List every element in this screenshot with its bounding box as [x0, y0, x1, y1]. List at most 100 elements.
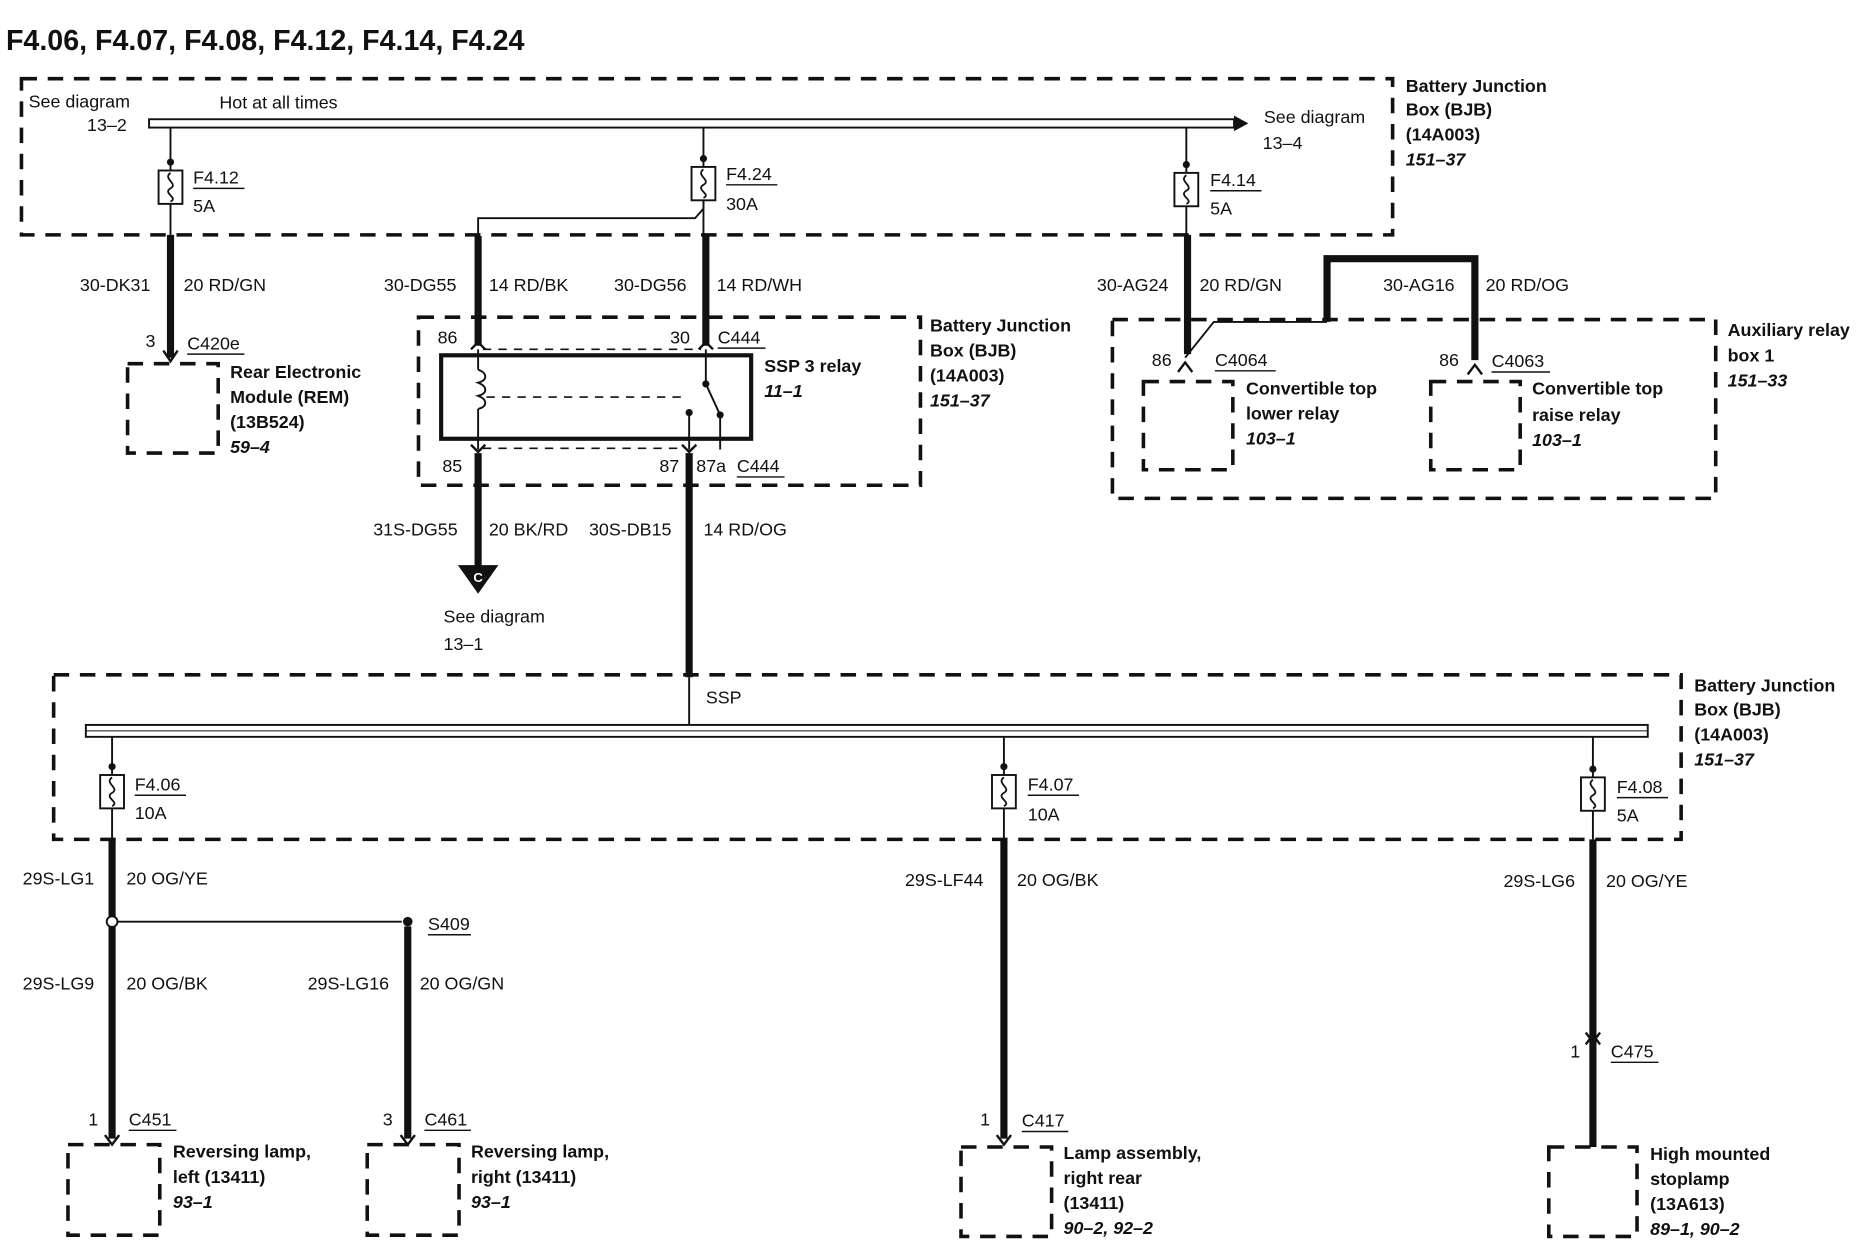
top-left-ref-num: 13–2 — [87, 115, 127, 135]
load-name-line1: Reversing lamp, — [471, 1142, 609, 1162]
top-bus-bar — [148, 118, 1235, 129]
relay-pin-86: 86 — [438, 327, 458, 347]
wire-lg9-gauge: 20 OG/BK — [126, 974, 208, 994]
relay-coil-icon — [474, 368, 487, 410]
fuse-f4-08: F4.08 5A — [1580, 736, 1669, 840]
relay-name: SSP 3 relay — [764, 356, 861, 376]
f4-24-branch-left — [477, 200, 705, 239]
wire-lg6-circuit: 29S-LG6 — [1503, 871, 1575, 891]
fuse-icon — [108, 776, 116, 807]
load-connector: C417 — [1022, 1111, 1065, 1131]
aux-box-name-line1: Auxiliary relay — [1728, 320, 1850, 340]
load-pin: 3 — [383, 1110, 393, 1130]
ground-letter: C — [473, 570, 483, 585]
raise-relay-pin: 86 — [1439, 350, 1459, 370]
top-bjb-name-line1: Battery Junction — [1406, 76, 1547, 96]
fuse-rating: 5A — [1210, 199, 1232, 219]
connector-arrow-icon — [1177, 360, 1194, 373]
load-name-line2: left (13411) — [173, 1167, 265, 1187]
load-connector: C451 — [129, 1110, 172, 1130]
wire-lg9-circuit: 29S-LG9 — [23, 974, 95, 994]
wire-ag16-gauge: 20 RD/OG — [1486, 275, 1569, 295]
lower-relay-connector: C4064 — [1215, 350, 1268, 370]
rem-name-line1: Rear Electronic — [230, 362, 361, 382]
load-name-line1: Lamp assembly, — [1064, 1143, 1202, 1163]
splice-dot-icon — [402, 916, 413, 927]
fuse-f4-07: F4.07 10A — [991, 736, 1080, 840]
lower-relay-pin: 86 — [1152, 350, 1172, 370]
fuse-f4-14: F4.14 5A — [1173, 127, 1262, 235]
wire-lg1-gauge: 20 OG/YE — [126, 869, 208, 889]
wire-dg56-circuit: 30-DG56 — [614, 275, 687, 295]
connector-arrow-icon — [162, 349, 179, 364]
fuse-icon — [167, 172, 174, 203]
splice-dot-icon — [105, 915, 119, 928]
aux-feed-link — [1184, 320, 1328, 359]
connector-arrow-icon — [1584, 1032, 1602, 1046]
load-connector: C461 — [424, 1110, 467, 1130]
load-name-line2: right (13411) — [471, 1167, 576, 1187]
relay-conn-bottom: C444 — [737, 456, 780, 476]
relay-bjb-name-line3: (14A003) — [930, 366, 1005, 386]
raise-relay-page-ref: 103–1 — [1532, 430, 1582, 450]
connector-arrow-icon — [1584, 1031, 1602, 1045]
fuse-icon — [1183, 174, 1190, 205]
fuse-icon — [1000, 776, 1008, 807]
rem-page-ref: 59–4 — [230, 437, 270, 457]
fuse-icon — [700, 168, 707, 199]
wire-lf44-gauge: 20 OG/BK — [1017, 870, 1099, 890]
wire-lg16-circuit: 29S-LG16 — [308, 974, 390, 994]
fuse-id: F4.12 — [193, 168, 239, 188]
rem-connector: C420e — [187, 333, 240, 353]
rear-electronic-module: 3 C420e Rear Electronic Module (REM) (13… — [125, 331, 361, 457]
fuse-id: F4.08 — [1617, 777, 1663, 797]
fuse-rating: 5A — [193, 196, 215, 216]
fuse-rating: 10A — [135, 803, 167, 823]
load-reversing-lamp-right: 3 C461 Reversing lamp, right (13411) 93–… — [365, 1110, 609, 1238]
bottom-bjb-name-line3: (14A003) — [1694, 724, 1769, 744]
top-bjb-page-ref: 151–37 — [1406, 150, 1467, 170]
fuse-id: F4.24 — [726, 164, 772, 184]
top-right-ref-num: 13–4 — [1263, 133, 1303, 153]
bottom-bjb-name-line1: Battery Junction — [1694, 676, 1835, 696]
lower-relay-page-ref: 103–1 — [1246, 429, 1296, 449]
connector-arrow-icon — [1466, 362, 1483, 376]
load-page-ref: 89–1, 90–2 — [1650, 1219, 1740, 1239]
top-bus-label: Hot at all times — [219, 92, 337, 112]
fuse-f4-24: F4.24 30A — [690, 127, 778, 214]
raise-relay-connector: C4063 — [1492, 351, 1545, 371]
fuse-id: F4.06 — [135, 774, 181, 794]
relay-bjb-box: 86 30 C444 SSP 3 relay 11–1 85 87 87a C4… — [416, 315, 1071, 488]
load-page-ref: 93–1 — [173, 1192, 213, 1212]
rem-name-line2: Module (REM) — [230, 387, 349, 407]
load-pin: 1 — [88, 1110, 98, 1130]
raise-relay-name-line2: raise relay — [1532, 405, 1621, 425]
fuse-f4-06: F4.06 10A — [99, 736, 186, 840]
wire-lg6-gauge: 20 OG/YE — [1606, 871, 1688, 891]
bottom-bjb-page-ref: 151–37 — [1694, 749, 1755, 769]
connector-arrow-icon — [103, 1134, 121, 1147]
connector-arrow-icon — [995, 1134, 1013, 1147]
ground-ref-num: 13–1 — [444, 634, 484, 654]
bottom-bus-label: SSP — [706, 687, 742, 707]
lower-relay-name-line2: lower relay — [1246, 404, 1339, 424]
relay-switch-arm — [704, 383, 722, 416]
aux-box-page-ref: 151–33 — [1728, 370, 1788, 390]
relay-pin-87: 87 — [659, 456, 679, 476]
load-name-line1: Reversing lamp, — [173, 1142, 311, 1162]
top-left-ref-label: See diagram — [29, 91, 130, 111]
relay-bjb-name-line2: Box (BJB) — [930, 340, 1016, 360]
wire-dg55-circuit: 30-DG55 — [384, 275, 457, 295]
relay-pin-87a: 87a — [696, 456, 726, 476]
load-name-line3: (13A613) — [1650, 1194, 1725, 1214]
auxiliary-relay-box: 86 C4064 Convertible top lower relay 103… — [1110, 317, 1850, 501]
fuse-f4-12: F4.12 5A — [157, 127, 245, 235]
top-bjb-name-line2: Box (BJB) — [1406, 100, 1492, 120]
ground-ref-label: See diagram — [444, 606, 545, 626]
fuse-icon — [1589, 779, 1597, 810]
ground-arrow-icon — [457, 565, 499, 594]
lower-relay-name-line1: Convertible top — [1246, 379, 1377, 399]
fuse-rating: 5A — [1617, 805, 1639, 825]
relay-pin-30: 30 — [670, 327, 690, 347]
